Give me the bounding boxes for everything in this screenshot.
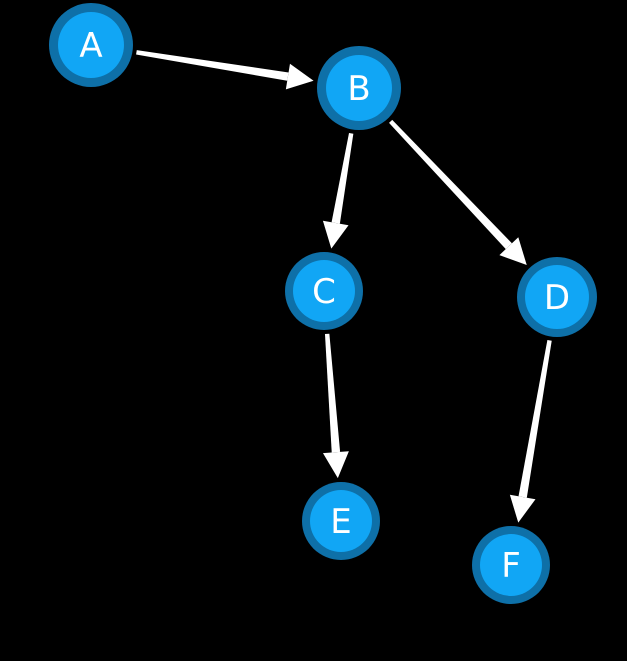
edge-arrowhead-B-D bbox=[499, 237, 527, 266]
node-E[interactable]: E bbox=[302, 482, 380, 560]
edge-arrowhead-B-C bbox=[322, 220, 349, 249]
node-B[interactable]: B bbox=[317, 46, 401, 130]
edge-arrowhead-D-F bbox=[509, 494, 536, 523]
node-fill-D bbox=[525, 265, 589, 329]
edge-arrowhead-A-B bbox=[285, 63, 314, 90]
edge-shaft-B-D bbox=[389, 119, 512, 250]
edge-arrowhead-C-E bbox=[322, 451, 349, 479]
node-fill-F bbox=[480, 534, 542, 596]
edge-shaft-B-C bbox=[331, 132, 354, 224]
edge-shaft-D-F bbox=[518, 339, 552, 498]
node-D[interactable]: D bbox=[517, 257, 597, 337]
nodes-layer: A B C D E F bbox=[49, 3, 597, 604]
node-C[interactable]: C bbox=[285, 252, 363, 330]
node-fill-C bbox=[293, 260, 355, 322]
node-A[interactable]: A bbox=[49, 3, 133, 87]
node-F[interactable]: F bbox=[472, 526, 550, 604]
edge-shaft-A-B bbox=[136, 50, 289, 81]
node-fill-E bbox=[310, 490, 372, 552]
node-fill-A bbox=[58, 12, 124, 78]
edges-layer bbox=[136, 50, 552, 523]
edge-shaft-C-E bbox=[324, 333, 341, 453]
node-fill-B bbox=[326, 55, 392, 121]
